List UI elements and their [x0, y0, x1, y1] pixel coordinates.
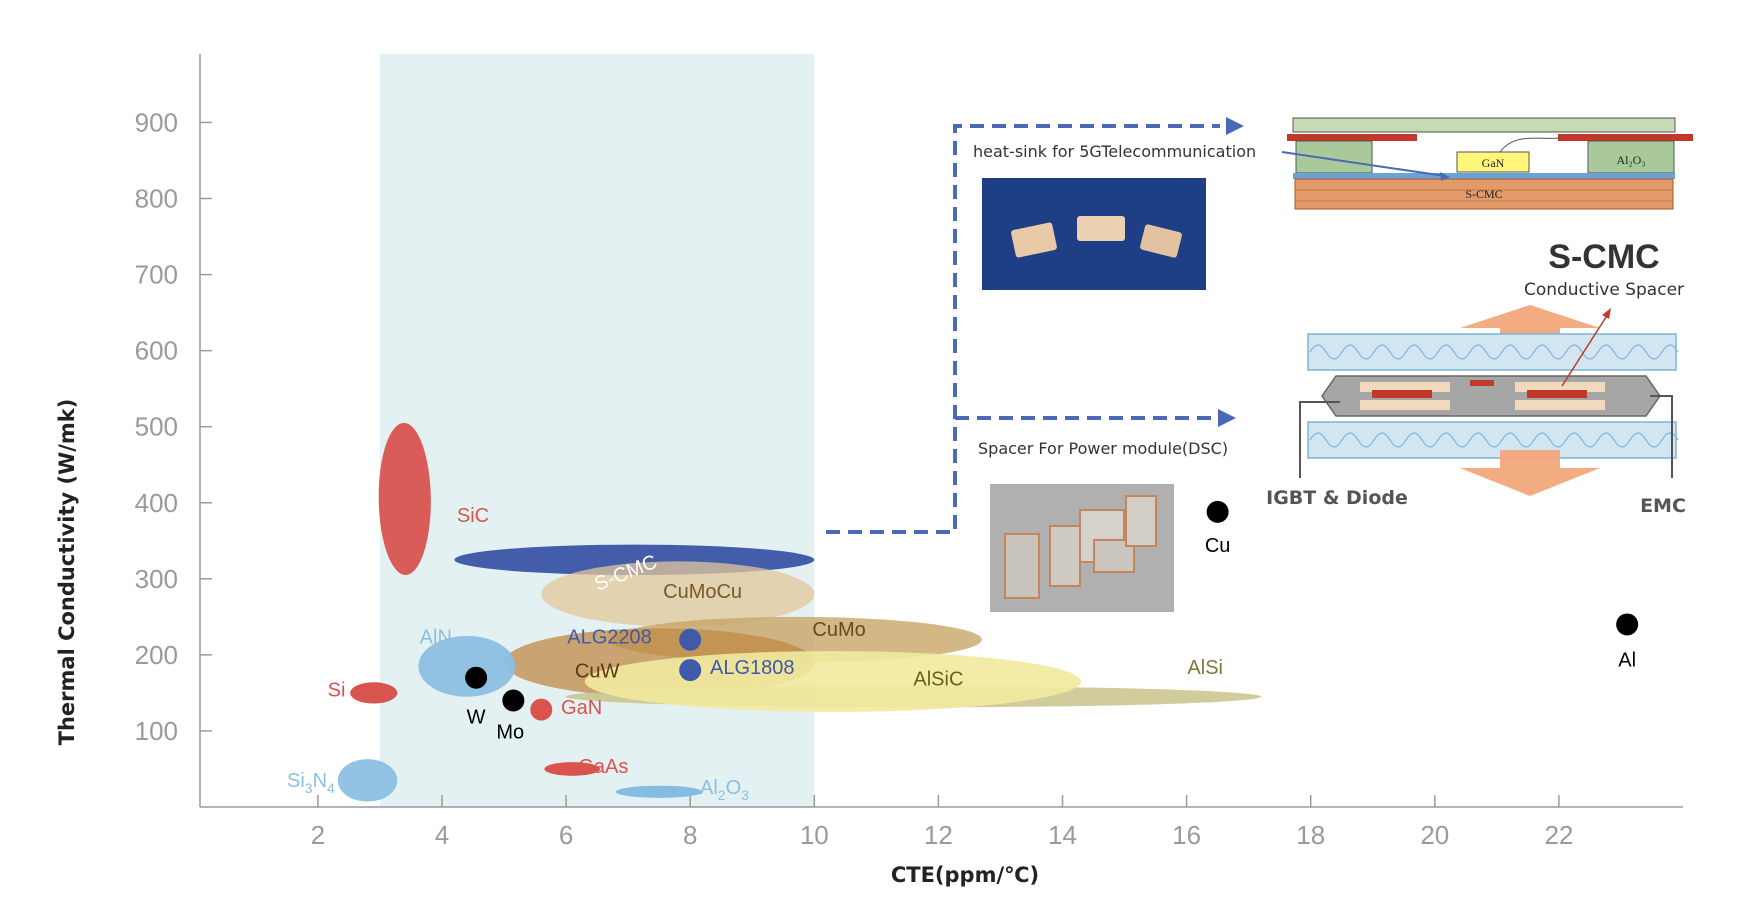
diagram-gan-label: GaN [1482, 156, 1505, 170]
point-label-cu: Cu [1205, 535, 1231, 557]
x-tick-label: 16 [1172, 820, 1201, 850]
region-alsic [584, 651, 1082, 712]
y-tick-label: 100 [135, 716, 178, 746]
y-tick-label: 900 [135, 107, 178, 137]
region-label-sic: SiC [457, 505, 489, 527]
x-tick-label: 12 [924, 820, 953, 850]
arrowhead-heatsink [1226, 117, 1244, 135]
scmc-subtitle: Conductive Spacer [1524, 280, 1684, 300]
y-tick-label: 200 [135, 640, 178, 670]
region-cumocu [541, 561, 815, 627]
point-label-gan: GaN [561, 697, 602, 719]
diagram-scmc-label: S-CMC [1465, 187, 1502, 201]
x-tick-label: 10 [800, 820, 829, 850]
scmc-title: S-CMC [1548, 238, 1659, 276]
heatsink-caption: heat-sink for 5GTelecommunication [973, 142, 1256, 161]
heatsink-photo [982, 178, 1206, 290]
si3n4-sub2: 4 [327, 780, 335, 796]
region-label-si3n4: Si3N4 [287, 770, 335, 796]
point-al [1616, 613, 1639, 636]
region-aln [418, 635, 516, 697]
point-label-al: Al [1618, 649, 1636, 671]
point-label-alg1808: ALG1808 [710, 657, 795, 679]
point-gan [530, 698, 553, 721]
region-label-cumocu: CuMoCu [663, 581, 742, 603]
x-tick-label: 20 [1420, 820, 1449, 850]
x-tick-label: 4 [435, 820, 449, 850]
connector-to-heatsink [826, 124, 1220, 534]
point-cu [1206, 500, 1229, 523]
y-tick-label: 500 [135, 412, 178, 442]
x-axis-title: CTE(ppm/℃) [891, 863, 1039, 887]
point-alg1808 [679, 659, 702, 682]
y-tick-label: 300 [135, 564, 178, 594]
region-label-gaas: GaAs [578, 756, 628, 778]
si3n4-base: Si [287, 770, 305, 792]
region-si3n4 [337, 759, 398, 802]
point-w [465, 666, 488, 689]
region-label-aln: AlN [420, 626, 452, 648]
spacer-photo [990, 484, 1174, 612]
y-tick-label: 800 [135, 184, 178, 214]
point-label-mo: Mo [496, 722, 524, 744]
y-axis-title: Thermal Conductivity (W/mk) [55, 399, 79, 746]
al2o3-sub2: 3 [741, 787, 749, 803]
point-alg2208 [679, 628, 702, 651]
x-tick-label: 6 [559, 820, 573, 850]
si3n4-sub: 3 [305, 780, 313, 796]
region-al2o3 [615, 785, 703, 798]
al2o3-sub: 2 [718, 787, 726, 803]
arrowhead-spacer [1218, 409, 1236, 427]
dsc-module-diagram [1299, 305, 1679, 496]
al2o3-base: Al [700, 777, 718, 799]
region-label-al2o3: Al2O3 [700, 777, 749, 803]
al2o3-mid: O [726, 777, 742, 799]
region-label-si: Si [328, 680, 346, 702]
region-label-alsic: AlSiC [913, 668, 963, 690]
x-tick-label: 2 [311, 820, 325, 850]
igbt-diode-label: IGBT & Diode [1266, 487, 1408, 509]
y-tick-label: 600 [135, 336, 178, 366]
region-si [350, 682, 398, 704]
point-mo [502, 689, 525, 712]
dashed-connectors [826, 124, 1220, 534]
point-label-alg2208: ALG2208 [567, 626, 652, 648]
y-tick-label: 400 [135, 488, 178, 518]
y-tick-label: 700 [135, 260, 178, 290]
point-label-w: W [467, 706, 486, 728]
x-tick-label: 18 [1296, 820, 1325, 850]
region-sic [378, 422, 431, 576]
emc-label: EMC [1640, 495, 1686, 517]
x-tick-label: 22 [1544, 820, 1573, 850]
spacer-caption: Spacer For Power module(DSC) [978, 439, 1228, 458]
gan-package-diagram: Al₂O₃ GaN S-CMC [1281, 117, 1693, 210]
region-label-alsi: AlSi [1187, 657, 1223, 679]
region-label-cumo: CuMo [812, 619, 865, 641]
x-tick-label: 14 [1048, 820, 1077, 850]
region-gaas [544, 762, 601, 776]
axis-ticks: 2 4 6 8 10 12 14 16 18 20 22 100 200 300 400 500 600 700 8… [135, 107, 1574, 850]
region-label-cuw: CuW [575, 661, 620, 683]
x-tick-label: 8 [683, 820, 697, 850]
diagram-al2o3-label: Al₂O₃ [1616, 153, 1645, 167]
si3n4-mid: N [313, 770, 327, 792]
